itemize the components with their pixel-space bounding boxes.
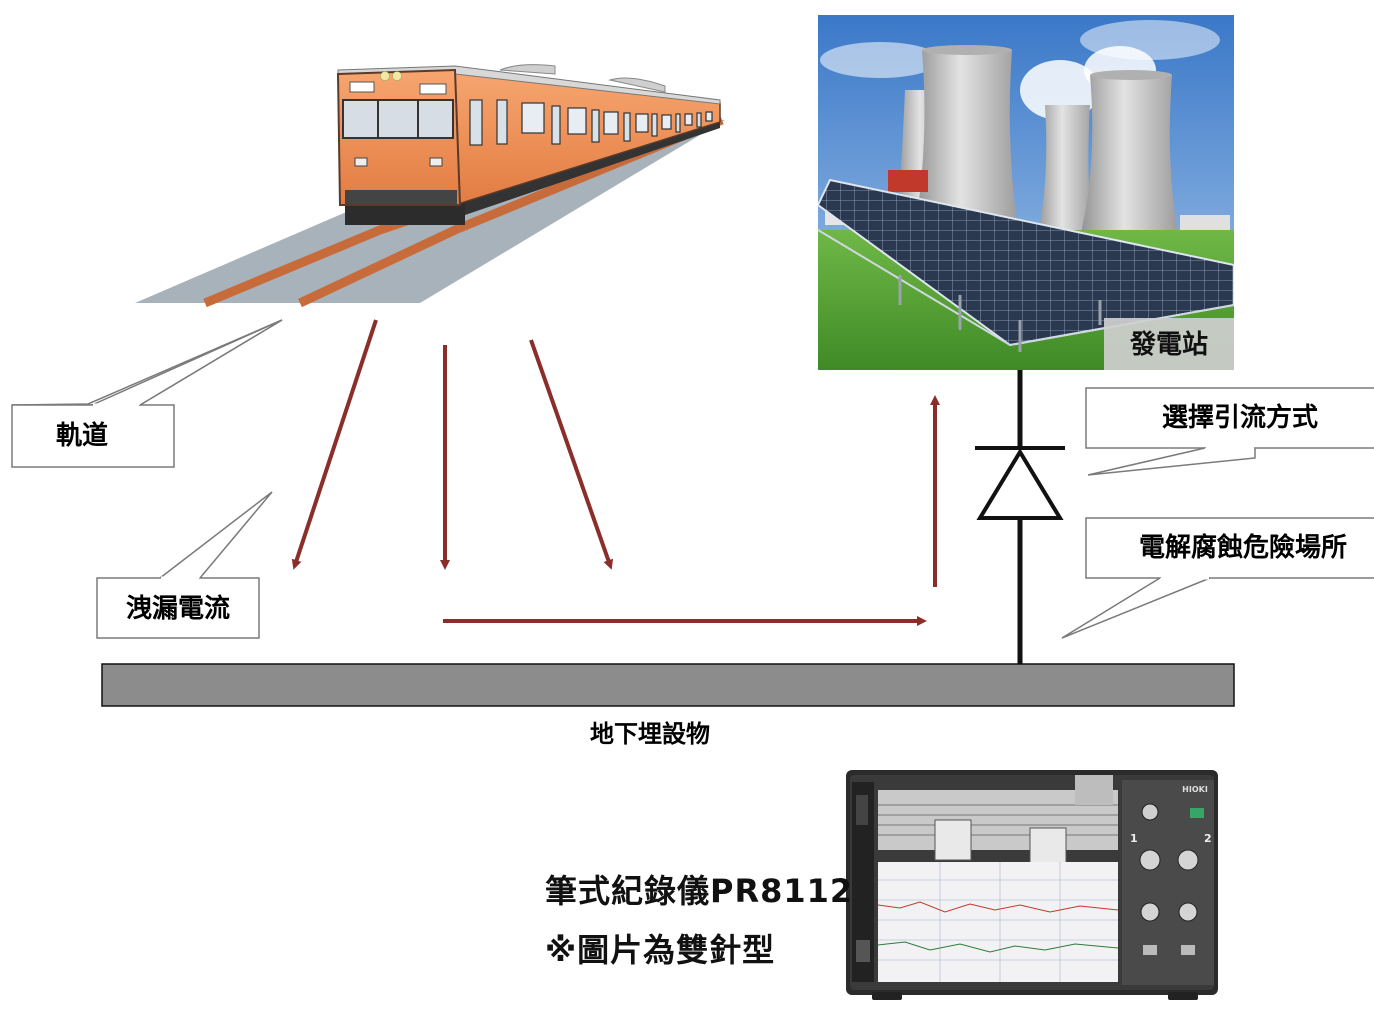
buried-structure-bar (101, 663, 1235, 707)
leakage-current-arrows (291, 319, 940, 626)
cooling-tower (1078, 75, 1180, 245)
track-label: 軌道 (56, 420, 108, 451)
arrow-leak-right (529, 339, 614, 570)
knob-icon (1140, 902, 1160, 922)
train-side-windows (469, 99, 713, 146)
knob-icon (1141, 803, 1159, 821)
knob-icon (1139, 849, 1161, 871)
pen-1 (934, 819, 972, 861)
solar-panel-array (818, 178, 1234, 347)
pen-recorder-photo: HIOKI 1 2 (846, 770, 1218, 1000)
buried-structure-label: 地下埋設物 (590, 720, 710, 748)
pen-2 (1029, 827, 1067, 865)
channel-2-label: 2 (1204, 832, 1212, 845)
brand-logo: HIOKI (1182, 785, 1208, 794)
power-station-label: 發電站 (1129, 330, 1208, 360)
callout-drainage: 選擇引流方式 (1085, 387, 1374, 476)
recorder-model-caption: 筆式紀錄儀PR8112 (545, 872, 854, 910)
power-station-label-box (1104, 318, 1234, 370)
knob-icon (1177, 849, 1199, 871)
diode-connection (975, 370, 1065, 665)
corrosion-label: 電解腐蝕危險場所 (1139, 532, 1347, 563)
leakage-label: 洩漏電流 (126, 594, 230, 624)
callout-leakage: 洩漏電流 (96, 491, 273, 639)
front-window (342, 99, 454, 139)
arrow-leak-left (291, 319, 378, 570)
drainage-label: 選擇引流方式 (1162, 402, 1318, 433)
power-station-photo: 發電站 (818, 15, 1234, 370)
callout-track: 軌道 (11, 319, 283, 468)
recorder-note-caption: ※圖片為雙針型 (545, 931, 776, 969)
cooling-tower (912, 50, 1020, 245)
chart-paper (878, 862, 1118, 982)
callout-corrosion: 電解腐蝕危險場所 (1061, 517, 1374, 639)
knob-icon (1178, 902, 1198, 922)
train-illustration (135, 64, 725, 308)
headlight-icon (392, 71, 402, 81)
headlight-icon (380, 71, 390, 81)
diode-icon (976, 448, 1064, 520)
channel-1-label: 1 (1130, 832, 1138, 845)
cooling-tower (1035, 105, 1095, 245)
